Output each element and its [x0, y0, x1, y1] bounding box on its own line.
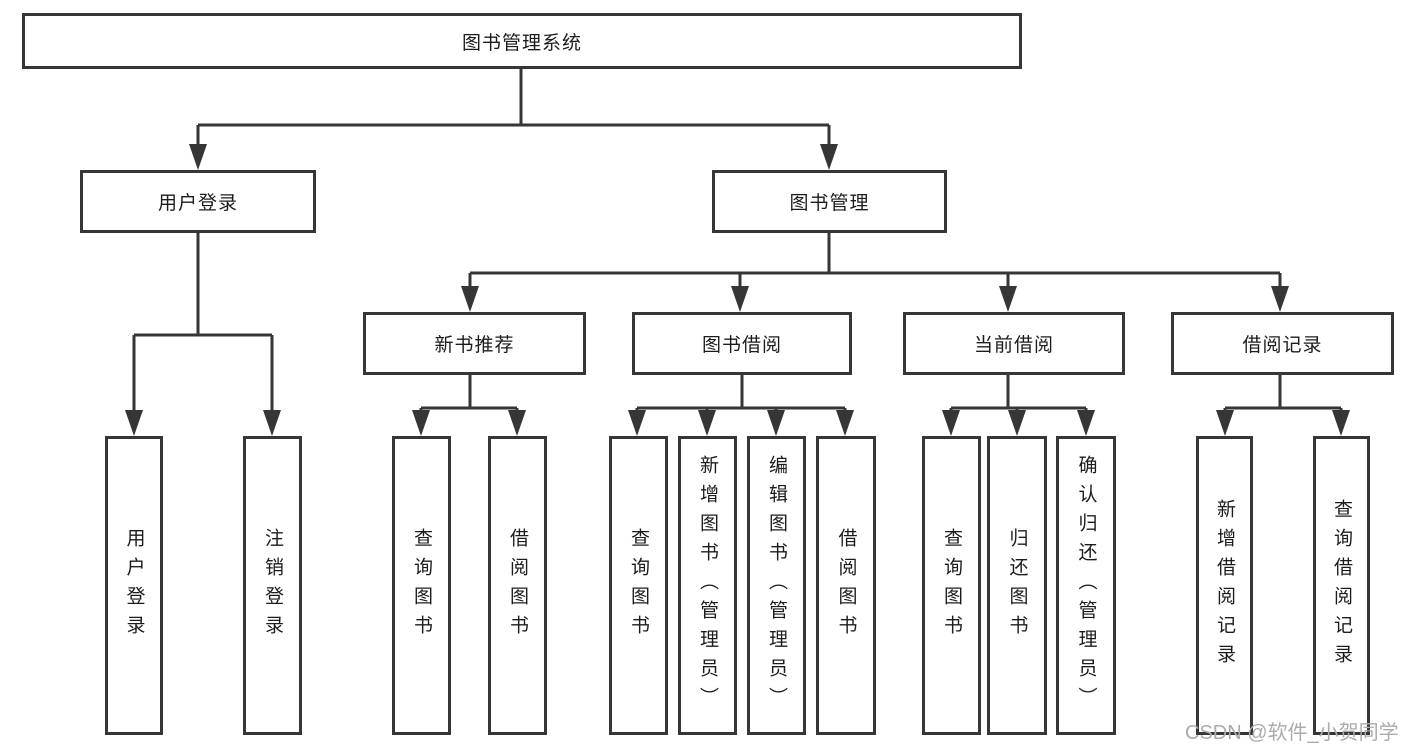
node-current-borrowing: 当前借阅	[903, 312, 1125, 375]
node-new-book-recommend-label: 新书推荐	[434, 335, 515, 356]
leaf-recommend-borrow-book: 借阅图书	[488, 436, 547, 735]
node-borrowing-records: 借阅记录	[1171, 312, 1394, 375]
node-book-borrowing-label: 图书借阅	[701, 335, 782, 356]
node-user-login-branch: 用户登录	[80, 170, 316, 233]
leaf-borrowing-edit-book-admin: 编辑图书（管理员）	[747, 436, 806, 735]
leaf-user-login: 用户登录	[105, 436, 163, 735]
node-root: 图书管理系统	[22, 13, 1022, 69]
leaf-logout: 注销登录	[243, 436, 302, 735]
leaf-current-confirm-return-admin: 确认归还（管理员）	[1056, 436, 1116, 735]
node-borrowing-records-label: 借阅记录	[1242, 335, 1323, 356]
leaf-records-add-record: 新增借阅记录	[1196, 436, 1253, 735]
leaf-current-return-book: 归还图书	[987, 436, 1047, 735]
leaf-user-login-label: 用户登录	[123, 527, 145, 644]
leaf-recommend-query-book: 查询图书	[392, 436, 451, 735]
node-root-label: 图书管理系统	[461, 32, 582, 54]
leaf-borrowing-edit-book-admin-label: 编辑图书（管理员）	[766, 455, 787, 716]
leaf-borrowing-borrow-book: 借阅图书	[816, 436, 876, 735]
leaf-current-query-book-label: 查询图书	[941, 527, 962, 644]
node-user-login-branch-label: 用户登录	[157, 193, 238, 214]
leaf-current-query-book: 查询图书	[922, 436, 981, 735]
leaf-borrowing-add-book-admin: 新增图书（管理员）	[678, 436, 737, 735]
node-new-book-recommend: 新书推荐	[363, 312, 586, 375]
leaf-recommend-borrow-book-label: 借阅图书	[507, 527, 528, 644]
leaf-borrowing-query-book-label: 查询图书	[628, 527, 649, 644]
leaf-current-confirm-return-admin-label: 确认归还（管理员）	[1075, 455, 1097, 716]
leaf-records-query-record: 查询借阅记录	[1313, 436, 1370, 735]
node-book-management-branch: 图书管理	[712, 170, 947, 233]
leaf-logout-label: 注销登录	[262, 527, 283, 644]
leaf-records-query-record-label: 查询借阅记录	[1331, 498, 1352, 673]
leaf-current-return-book-label: 归还图书	[1006, 527, 1028, 644]
node-book-borrowing: 图书借阅	[632, 312, 852, 375]
leaf-borrowing-add-book-admin-label: 新增图书（管理员）	[697, 455, 718, 716]
node-book-management-branch-label: 图书管理	[789, 193, 870, 214]
csdn-watermark: CSDN @软件_小贺同学	[1185, 722, 1399, 744]
leaf-records-add-record-label: 新增借阅记录	[1214, 498, 1235, 673]
leaf-borrowing-borrow-book-label: 借阅图书	[835, 527, 857, 644]
leaf-borrowing-query-book: 查询图书	[609, 436, 668, 735]
leaf-recommend-query-book-label: 查询图书	[411, 527, 432, 644]
arrowheads	[125, 144, 1350, 436]
node-current-borrowing-label: 当前借阅	[973, 335, 1054, 356]
